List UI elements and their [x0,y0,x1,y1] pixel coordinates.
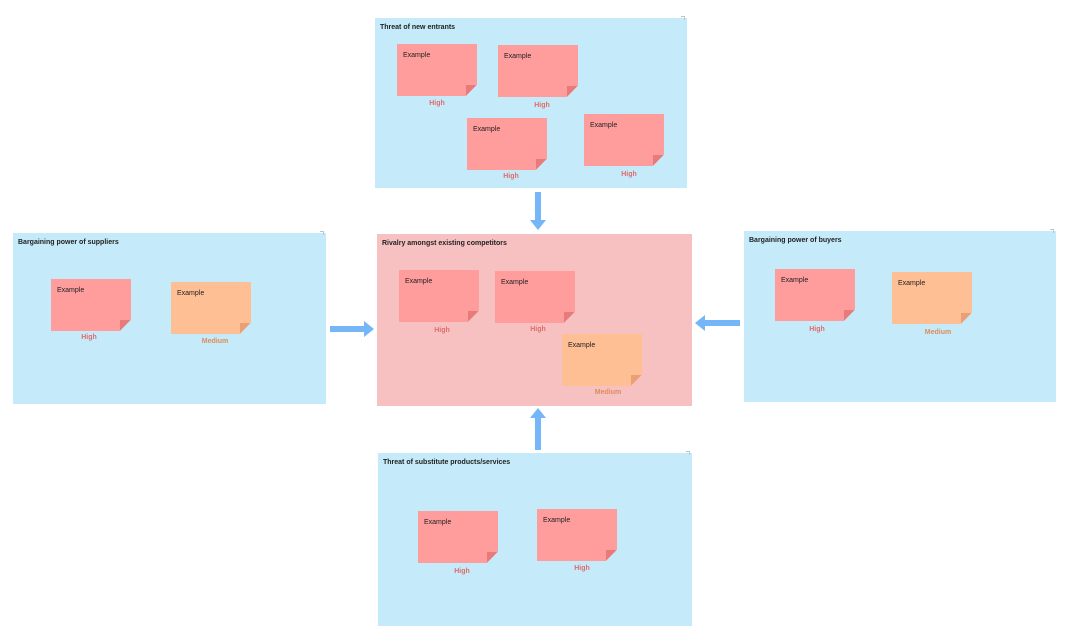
note-fold [653,155,664,166]
arrow-down-connector[interactable] [530,192,546,230]
frame-corner-handle [686,451,690,455]
note-text: Example [473,126,501,133]
priority-label-medium: Medium [924,329,952,336]
note-fold [844,310,855,321]
sticky-note-high[interactable]: Example [584,114,664,166]
note-text: Example [177,290,205,297]
frame-title: Threat of substitute products/services [383,459,511,466]
note-text: Example [898,280,926,287]
arrow-right-connector[interactable] [330,321,374,337]
priority-label-high: High [503,173,519,180]
frame-corner-handle [681,16,685,20]
priority-label-high: High [81,334,97,341]
sticky-note-medium[interactable]: Example [171,282,251,334]
note-text: Example [501,279,529,286]
note-fold [536,159,547,170]
note-text: Example [568,342,596,349]
arrow-shape [695,315,740,331]
priority-label-medium: Medium [201,338,229,345]
frame-rivalry-amongst-existing-competitors[interactable]: Rivalry amongst existing competitors Exa… [377,234,692,406]
sticky-note-high[interactable]: Example [495,271,575,323]
frame-bargaining-power-of-buyers[interactable]: Bargaining power of buyers Example High … [744,229,1056,402]
note-text: Example [504,53,532,60]
priority-label-high: High [530,326,546,333]
note-fold [564,312,575,323]
note-fold [606,550,617,561]
arrow-left-connector[interactable] [695,315,740,331]
sticky-note-high[interactable]: Example [418,511,498,563]
priority-label-medium: Medium [594,389,622,396]
note-fold [487,552,498,563]
priority-label-high: High [574,565,590,572]
priority-label-high: High [454,568,470,575]
arrow-shape [330,321,374,337]
frame-title: Rivalry amongst existing competitors [382,240,507,247]
frame-threat-of-substitute-products-services[interactable]: Threat of substitute products/services E… [378,451,692,626]
sticky-note-high[interactable]: Example [397,44,477,96]
frame-title: Bargaining power of suppliers [18,239,119,246]
priority-label-high: High [429,100,445,107]
note-text: Example [403,52,431,59]
sticky-note-high[interactable]: Example [51,279,131,331]
frame-title: Threat of new entrants [380,24,456,31]
sticky-note-high[interactable]: Example [775,269,855,321]
arrow-shape [530,408,546,450]
note-text: Example [57,287,85,294]
note-fold [120,320,131,331]
note-fold [240,323,251,334]
sticky-note-high[interactable]: Example [399,270,479,322]
frame-threat-of-new-entrants[interactable]: Threat of new entrants Example High Exam… [375,16,687,188]
note-fold [466,85,477,96]
note-fold [567,86,578,97]
priority-label-high: High [534,102,550,109]
note-fold [631,375,642,386]
frame-corner-handle [320,231,324,235]
sticky-note-high[interactable]: Example [537,509,617,561]
frame-corner-handle [1050,229,1054,233]
note-fold [961,313,972,324]
note-text: Example [424,519,452,526]
sticky-note-medium[interactable]: Example [562,334,642,386]
arrow-shape [530,192,546,230]
note-text: Example [590,122,618,129]
priority-label-high: High [621,171,637,178]
frame-bargaining-power-of-suppliers[interactable]: Bargaining power of suppliers Example Hi… [13,231,326,404]
priority-label-high: High [434,327,450,334]
priority-label-high: High [809,326,825,333]
sticky-note-medium[interactable]: Example [892,272,972,324]
sticky-note-high[interactable]: Example [467,118,547,170]
note-fold [468,311,479,322]
frame-title: Bargaining power of buyers [749,237,842,244]
note-text: Example [781,277,809,284]
note-text: Example [405,278,433,285]
sticky-note-high[interactable]: Example [498,45,578,97]
arrow-up-connector[interactable] [530,408,546,450]
note-text: Example [543,517,571,524]
